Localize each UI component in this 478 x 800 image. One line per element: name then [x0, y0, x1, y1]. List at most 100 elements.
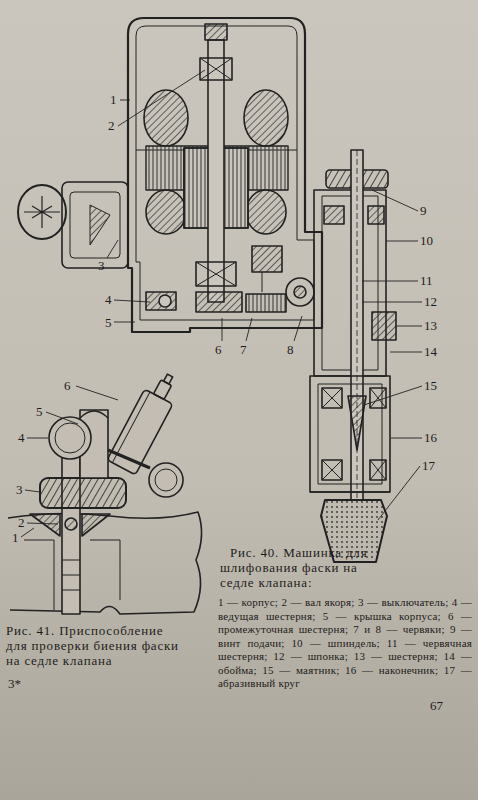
- dial-indicator: [155, 469, 177, 491]
- rod: [55, 423, 85, 453]
- spindle-unit: [370, 388, 386, 408]
- spindle-unit: [370, 460, 386, 480]
- guide-stem: [62, 560, 80, 590]
- callout-number: 5: [36, 404, 43, 419]
- leader-line: [27, 523, 58, 524]
- callout-number: 12: [424, 294, 437, 309]
- spindle-unit: [348, 396, 366, 450]
- leader-line: [114, 322, 135, 323]
- armature-shaft: [196, 262, 236, 286]
- callout-number: 8: [287, 342, 294, 357]
- housing: [128, 18, 322, 332]
- callout-number: 2: [108, 118, 115, 133]
- page-number: 67: [430, 698, 443, 713]
- callout-number: 2: [18, 515, 25, 530]
- dial-indicator: [108, 450, 150, 468]
- gear-train: [286, 278, 314, 306]
- illustration: [8, 18, 422, 614]
- dial-indicator: [112, 392, 150, 463]
- coil: [146, 190, 186, 234]
- callout-number: 14: [424, 344, 437, 359]
- dial-indicator: [107, 368, 184, 475]
- callout-number: 13: [424, 318, 437, 333]
- leader-line: [378, 466, 420, 520]
- rod: [80, 411, 108, 418]
- dial-indicator: [107, 389, 173, 475]
- leader-line: [46, 412, 78, 424]
- spindle-unit: [314, 190, 386, 376]
- leader-line: [27, 438, 48, 439]
- knurled-nut: [40, 478, 126, 508]
- spindle-unit: [368, 206, 384, 224]
- coil: [144, 90, 188, 146]
- gear-train: [246, 294, 286, 312]
- armature-shaft: [200, 58, 232, 80]
- armature-shaft: [205, 24, 227, 40]
- switch: [70, 192, 120, 258]
- spindle-unit: [370, 388, 386, 408]
- armature-shaft: [196, 24, 236, 302]
- gear-train: [146, 292, 176, 310]
- callout-number: 9: [420, 203, 427, 218]
- housing: [128, 18, 322, 332]
- rod: [49, 410, 108, 478]
- callout-number: 16: [424, 430, 437, 445]
- leader-line: [396, 326, 422, 327]
- spindle-unit: [322, 388, 342, 408]
- gear-train: [196, 292, 242, 312]
- spindle-unit: [318, 384, 382, 484]
- figure-caption: Рис. 41. Приспособление для проверки бие…: [6, 623, 188, 668]
- gear-train: [159, 295, 171, 307]
- callout-number: 3: [16, 482, 23, 497]
- leader-line: [294, 316, 302, 341]
- guide-stem: [65, 518, 77, 530]
- leader-line: [222, 318, 223, 341]
- rod: [49, 417, 91, 459]
- switch: [62, 182, 128, 268]
- dial-indicator: [149, 463, 183, 497]
- callout-number: 1: [12, 530, 19, 545]
- switch: [18, 185, 66, 239]
- armature-shaft: [200, 58, 232, 80]
- callout-number: 1: [110, 92, 117, 107]
- gear-train: [294, 286, 306, 298]
- gear-train: [252, 246, 282, 272]
- leader-line: [362, 302, 422, 303]
- gear-train: [146, 246, 314, 312]
- leader-line: [390, 352, 422, 353]
- spindle-unit: [372, 312, 396, 340]
- armature-shaft: [196, 262, 236, 286]
- callout-number: 5: [105, 315, 112, 330]
- callout-number: 11: [420, 273, 433, 288]
- leader-line: [246, 318, 252, 341]
- leader-line: [364, 386, 422, 405]
- leader-line: [362, 281, 418, 282]
- spindle-unit: [322, 388, 342, 408]
- parts-legend: 1 — корпус; 2 — вал якоря; 3 — выключате…: [218, 596, 472, 691]
- leader-line: [386, 241, 418, 242]
- callout-number: 15: [424, 378, 437, 393]
- cylinder-head: [8, 512, 202, 614]
- spindle-unit: [310, 376, 390, 492]
- leader-line: [120, 100, 130, 101]
- leader-line: [21, 386, 118, 537]
- knurled-nut: [40, 478, 126, 508]
- spindle-unit: [310, 491, 390, 493]
- spindle-unit: [370, 460, 386, 480]
- callout-number: 10: [420, 233, 433, 248]
- callout-number: 4: [105, 292, 112, 307]
- leader-line: [114, 300, 150, 302]
- switch: [90, 205, 110, 245]
- cylinder-head: [30, 514, 60, 536]
- housing: [136, 26, 314, 320]
- switch: [24, 196, 60, 228]
- coil: [244, 90, 288, 146]
- gear-train: [262, 272, 263, 292]
- callout-number: 6: [215, 342, 222, 357]
- spindle-unit: [322, 460, 342, 480]
- spindle-unit: [322, 460, 342, 480]
- callout-number: 4: [18, 430, 25, 445]
- callout-number: 3: [98, 258, 105, 273]
- leader-line: [372, 190, 418, 211]
- signature-mark: 3*: [8, 676, 21, 691]
